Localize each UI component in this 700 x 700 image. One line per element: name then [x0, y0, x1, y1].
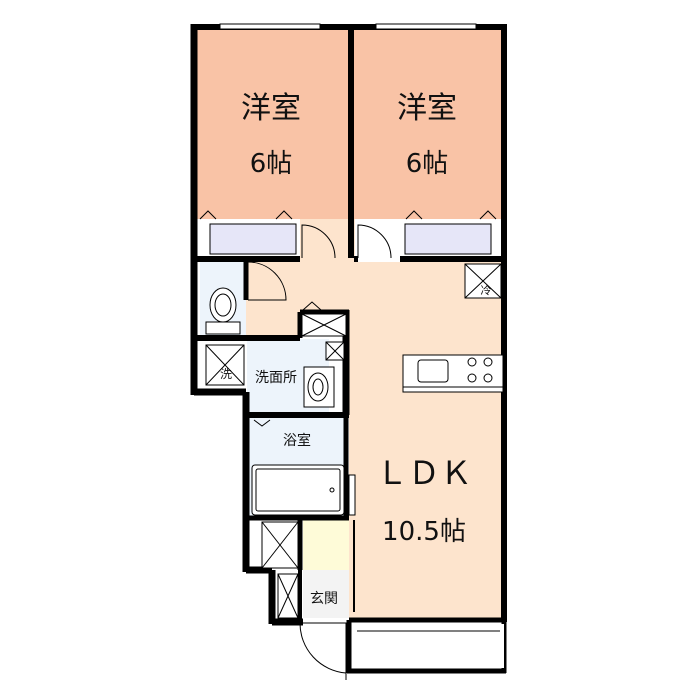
western-room-2-floor [354, 29, 502, 219]
laundry-mark: 洗 [220, 367, 232, 381]
western-room-1-name: 洋室 [241, 91, 301, 126]
kitchen-counter [402, 354, 504, 393]
entrance-tiles [303, 570, 349, 618]
closet-2 [404, 223, 492, 255]
doors [247, 224, 392, 680]
closet-door-marks [199, 210, 497, 427]
entrance-name: 玄関 [310, 590, 338, 607]
storage-boxes [205, 263, 502, 619]
western-room-1-floor [197, 29, 349, 219]
ldk-floor [246, 262, 502, 618]
fridge-mark: 冷 [481, 284, 492, 297]
top-windows [219, 23, 504, 668]
ldk-name: ＬＤＫ [376, 454, 472, 492]
washbasin [303, 366, 335, 408]
toilet [205, 287, 241, 335]
western-room-2-size: 6帖 [406, 149, 449, 179]
ldk-size: 10.5帖 [382, 517, 466, 547]
bathroom-name: 浴室 [283, 432, 311, 449]
western-room-1-size: 6帖 [250, 149, 293, 179]
western-room-2-name: 洋室 [397, 91, 457, 126]
bathtub [251, 464, 356, 516]
washroom-name: 洗面所 [255, 370, 297, 386]
closet-1 [209, 223, 297, 255]
